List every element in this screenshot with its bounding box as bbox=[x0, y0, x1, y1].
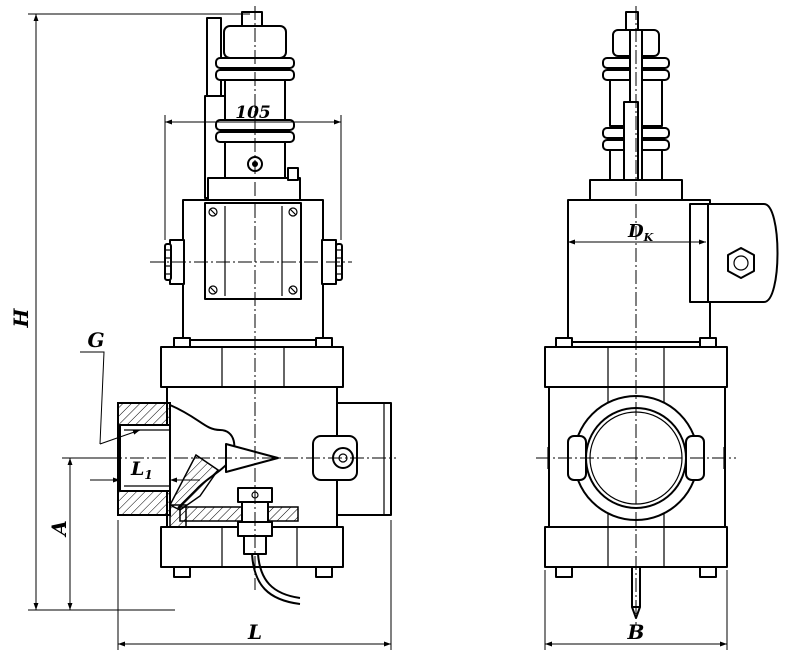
actuator-housing bbox=[164, 199, 343, 341]
dim-label-105: 105 bbox=[235, 103, 271, 123]
dim-label-width-b: B bbox=[627, 620, 645, 644]
cover-screw-icon bbox=[727, 247, 755, 279]
dim-label-thread-length: L1 bbox=[130, 458, 153, 482]
dim-label-axis-height: A bbox=[47, 520, 71, 538]
dim-label-height: H bbox=[9, 307, 33, 328]
dimension-lines bbox=[28, 13, 728, 650]
dim-label-length: L bbox=[247, 620, 262, 644]
side-view bbox=[536, 6, 779, 625]
dim-label-cover-diameter: DK bbox=[627, 221, 654, 244]
front-view bbox=[64, 6, 396, 605]
side-housing bbox=[555, 199, 779, 349]
dimension-labels: 105 H A L B G L1 DK bbox=[9, 103, 654, 644]
valve-body bbox=[117, 346, 392, 578]
dim-label-thread: G bbox=[87, 328, 104, 352]
